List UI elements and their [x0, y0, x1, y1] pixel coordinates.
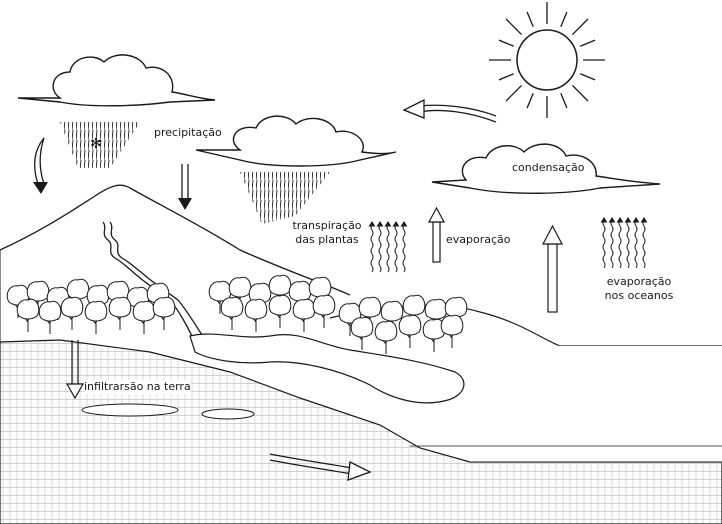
tree — [84, 300, 108, 334]
sea — [410, 346, 722, 463]
tree — [60, 296, 84, 330]
vapor-line — [378, 223, 382, 273]
label-plant-transpiration-line2: das plantas — [295, 233, 359, 246]
vapor-line — [386, 223, 390, 273]
sun-ray — [560, 11, 568, 27]
label-ocean-evaporation-line2: nos oceanos — [604, 289, 674, 302]
sun-ray — [560, 93, 568, 109]
forest-left — [6, 278, 176, 334]
vapor-line — [394, 223, 398, 273]
label-ocean-evaporation-line1: evaporação — [606, 275, 672, 288]
label-evaporation: evaporação — [446, 233, 511, 246]
ocean-evaporation-vapor — [600, 217, 648, 269]
tree — [16, 298, 40, 332]
tree — [244, 298, 268, 332]
forest-middle — [208, 274, 336, 332]
vapor-line — [618, 219, 622, 269]
arrow-groundwater-flow — [269, 453, 372, 481]
vapor-arrowhead — [616, 217, 624, 223]
vapor-arrowhead — [392, 221, 400, 227]
vapor-arrowhead — [384, 221, 392, 227]
arrow-infiltration — [65, 340, 85, 400]
label-plant-transpiration: transpiração das plantas — [288, 219, 366, 247]
tree — [312, 294, 336, 328]
tree — [108, 296, 132, 330]
tree — [292, 298, 316, 332]
tree — [268, 294, 292, 328]
vapor-arrowhead — [640, 217, 648, 223]
cloud-middle — [195, 115, 397, 167]
vapor-arrowhead — [608, 217, 616, 223]
rain-left: ✻ — [60, 122, 140, 168]
label-infiltration: infiltrarsão na terra — [84, 380, 191, 394]
cloud-right — [431, 143, 661, 194]
sun-ray — [526, 93, 534, 109]
vapor-line — [626, 219, 630, 269]
tree — [26, 280, 50, 314]
vapor-arrowhead — [376, 221, 384, 227]
label-precipitation: precipitação — [154, 126, 222, 139]
arrow-evaporation-sea — [542, 224, 563, 313]
sun-ray — [526, 11, 534, 27]
tree — [208, 280, 232, 314]
mountain — [0, 184, 351, 342]
vapor-line — [610, 219, 614, 269]
vapor-arrowhead — [368, 221, 376, 227]
sun-ray — [505, 84, 523, 102]
sun-ray — [498, 39, 514, 47]
arrow-evaporation-land — [427, 206, 446, 263]
tree — [38, 300, 62, 334]
arrow-precipitation-middle — [178, 164, 192, 210]
forest-right — [338, 294, 468, 354]
vapor-arrowhead — [632, 217, 640, 223]
vapor-line — [602, 219, 606, 269]
vapor-arrowhead — [600, 217, 608, 223]
tree — [374, 320, 398, 354]
tree — [132, 300, 156, 334]
vapor-arrowhead — [624, 217, 632, 223]
vapor-arrowhead — [400, 221, 408, 227]
label-plant-transpiration-line1: transpiração — [292, 219, 362, 232]
cloud-left — [17, 54, 216, 107]
sun-ray — [505, 18, 523, 36]
sun-ray — [498, 73, 514, 81]
tree — [350, 316, 374, 350]
tree — [152, 296, 176, 330]
vapor-line — [642, 219, 646, 269]
tree — [398, 314, 422, 348]
sun-ray — [580, 73, 596, 81]
groundwater-pockets — [81, 403, 255, 420]
sun-ray — [580, 39, 596, 47]
arrow-sun-to-cloud — [402, 98, 497, 123]
tree — [440, 314, 464, 348]
rain-middle — [240, 172, 330, 224]
vapor-line — [634, 219, 638, 269]
vapor-line — [370, 223, 374, 273]
sun-ray — [571, 84, 589, 102]
tree — [220, 296, 244, 330]
label-condensation: condensação — [512, 161, 585, 174]
sun — [489, 2, 605, 118]
transpiration-vapor — [368, 221, 408, 273]
label-ocean-evaporation: evaporação nos oceanos — [598, 275, 680, 303]
arrow-precipitation-left — [33, 137, 48, 194]
sun-ray — [571, 18, 589, 36]
tree — [380, 300, 404, 334]
svg-text:✻: ✻ — [90, 136, 102, 152]
vapor-line — [402, 223, 406, 273]
